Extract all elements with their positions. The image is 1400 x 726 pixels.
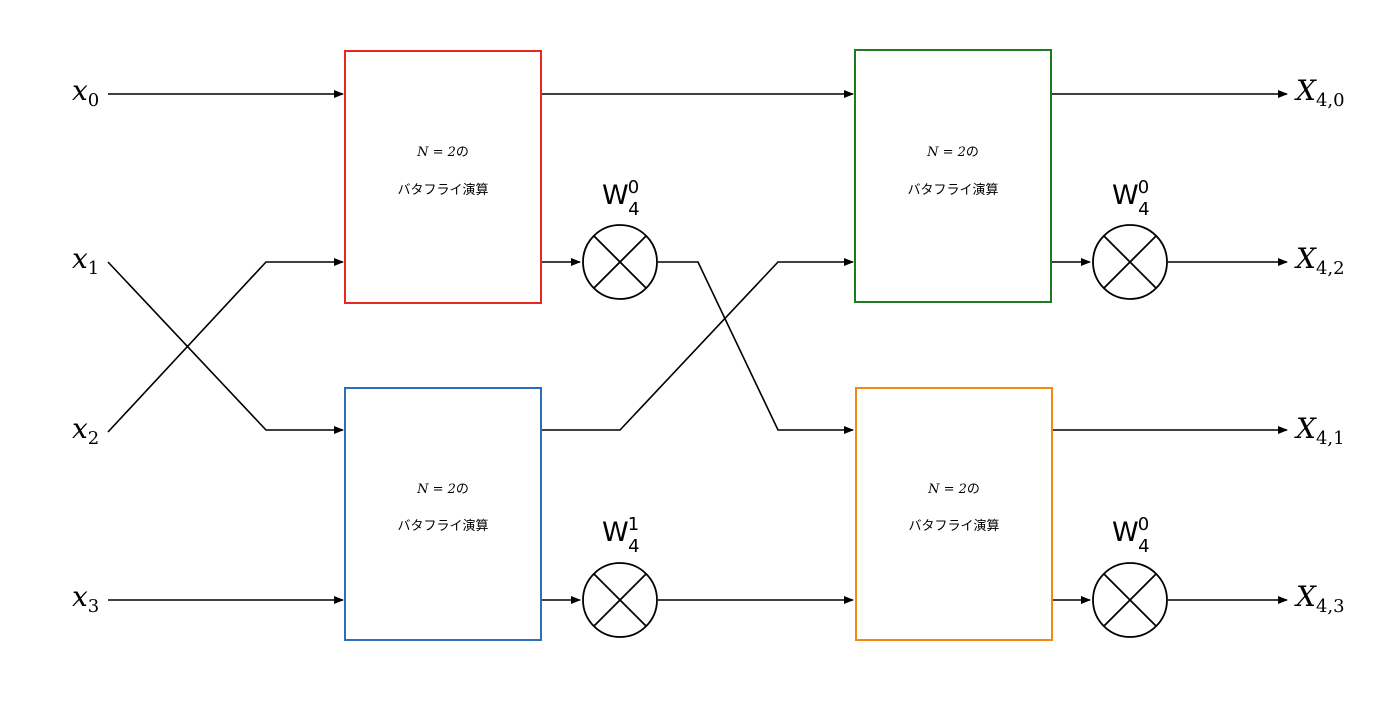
input-label-x1: x1 [72,242,99,279]
butterfly-box-stage2-bottom: N = 2の バタフライ演算 [855,387,1053,641]
input-label-x0: x0 [72,74,99,111]
box-border [854,49,1052,303]
multiply-icon [1092,562,1168,638]
box-border [855,387,1053,641]
box-border [344,387,542,641]
input-labels: x0 x1 x2 x3 [72,74,99,617]
wire-mult1-crossing [658,261,854,434]
multiply-icon [582,224,658,300]
input-label-x3: x3 [72,580,99,617]
box-border [344,50,542,304]
output-labels: X4,0 X4,2 X4,1 X4,3 [1294,74,1345,617]
butterfly-box-stage1-top: N = 2の バタフライ演算 [344,50,542,304]
butterfly-box-stage1-bottom: N = 2の バタフライ演算 [344,387,542,641]
wire-x1-crossing [107,261,344,434]
multiply-icon [1092,224,1168,300]
wire-blue-top-crossing [542,258,854,431]
box-label: バタフライ演算 [907,182,998,198]
output-label-x42: X4,2 [1294,242,1345,279]
output-label-x41: X4,1 [1294,412,1345,449]
output-label-x43: X4,3 [1294,580,1345,617]
multiply-icon [582,562,658,638]
box-label: バタフライ演算 [908,518,999,534]
box-condition: N = 2の [927,482,980,497]
box-label: バタフライ演算 [397,182,488,198]
output-label-x40: X4,0 [1294,74,1345,111]
box-condition: N = 2の [416,145,469,160]
wire-x2-crossing [107,258,344,433]
box-label: バタフライ演算 [397,518,488,534]
wires [107,90,1288,604]
box-condition: N = 2の [926,145,979,160]
input-label-x2: x2 [72,412,99,449]
box-condition: N = 2の [416,482,469,497]
butterfly-box-stage2-top: N = 2の バタフライ演算 [854,49,1052,303]
